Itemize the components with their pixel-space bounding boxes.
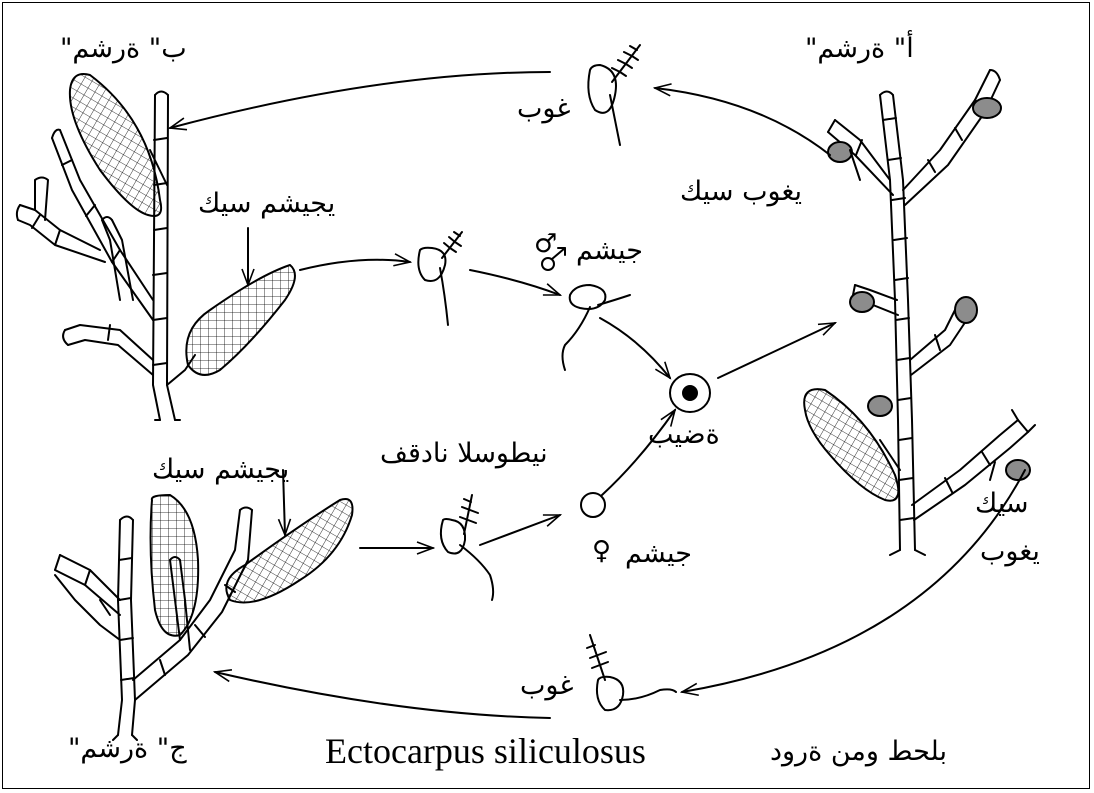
species-name: Ectocarpus siliculosus bbox=[325, 733, 646, 769]
chromosome-loss-label: نيطوسلا نادقف bbox=[380, 440, 548, 467]
spore-bottom-label: غوب bbox=[520, 672, 574, 699]
stage-c-label: ج" ةرشم" bbox=[68, 735, 187, 762]
gametangium-top-label: يجيشم سيك bbox=[198, 190, 335, 217]
swarmers bbox=[418, 45, 676, 710]
female-symbol: ♀ bbox=[592, 538, 611, 564]
male-symbol: ♂ bbox=[534, 231, 557, 257]
gametangium-bottom-label: يجيشم سيك bbox=[152, 456, 289, 483]
zygote bbox=[670, 374, 710, 412]
stage-a-label: أ" ةرشم" bbox=[805, 35, 914, 62]
sporangium-label: يغوب سيك bbox=[680, 178, 802, 205]
plant-b bbox=[17, 74, 295, 420]
spore-top-label: غوب bbox=[517, 95, 571, 122]
sporangium-right-label-2: يغوب bbox=[980, 538, 1040, 565]
sporangium-right-label-1: سيك bbox=[975, 490, 1029, 517]
male-gamete-label: جيشم bbox=[576, 237, 643, 264]
female-gamete-label: جيشم bbox=[625, 540, 692, 567]
stage-b-label: ب" ةرشم" bbox=[60, 35, 187, 62]
plant-c bbox=[55, 495, 353, 740]
plant-a bbox=[804, 70, 1035, 555]
life-cycle-title: بلحط ومن ةرود bbox=[770, 738, 947, 765]
zygote-label: ةضيب bbox=[648, 421, 720, 448]
